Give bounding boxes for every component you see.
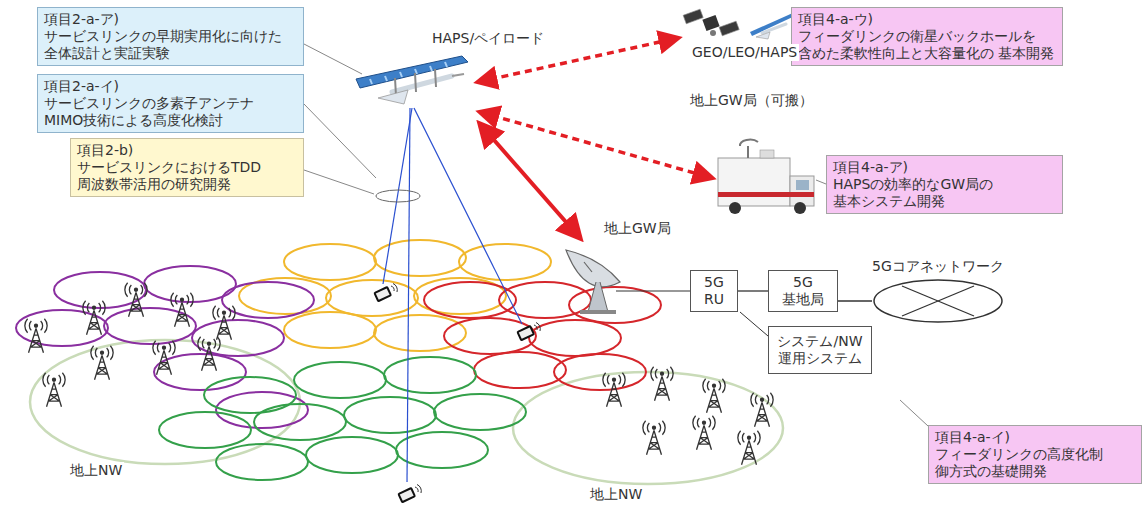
network-ellipse xyxy=(872,278,1004,326)
callout-heading: 項目2-a-イ) xyxy=(44,78,297,95)
callout-heading: 項目2-b) xyxy=(77,142,297,159)
part-label: 地上NW xyxy=(68,462,124,479)
callout-heading: 項目4-a-イ) xyxy=(935,429,1135,446)
project-callout: 項目4-a-ウ)フィーダリンクの衛星バックホールを 含めた柔軟性向上と大容量化の… xyxy=(791,7,1063,66)
process-box: 5G 基地局 xyxy=(768,270,838,312)
project-callout: 項目4-a-ア)HAPSの効率的なGW局の 基本システム開発 xyxy=(826,155,1063,214)
connector-line xyxy=(738,290,768,291)
part-label: GEO/LEO/HAPS xyxy=(690,44,799,61)
process-box: 5G RU xyxy=(690,270,738,312)
connector-line xyxy=(838,300,872,301)
part-label: 地上GW局 xyxy=(602,220,673,237)
part-label: 地上NW xyxy=(588,486,644,503)
callout-heading: 項目4-a-ウ) xyxy=(798,11,1056,28)
node-text: HAPSの効率的なGW局の 基本システム開発 xyxy=(833,176,1056,210)
network-cloud: 5Gコアネットワーク xyxy=(872,258,1004,326)
project-callout: 項目2-b)サービスリンクにおけるTDD 周波数帯活用の研究開発 xyxy=(70,138,304,197)
process-box: システム/NW 運用システム xyxy=(768,326,872,374)
node-text: サービスリンクにおけるTDD 周波数帯活用の研究開発 xyxy=(77,159,297,193)
node-text: サービスリンクの多素子アンテナ MIMO技術による高度化検討 xyxy=(44,95,297,129)
project-callout: 項目4-a-イ)フィーダリンクの高度化制 御方式の基礎開発 xyxy=(928,425,1142,484)
node-text: システム/NW 運用システム xyxy=(774,333,866,367)
node-text: フィーダリンクの高度化制 御方式の基礎開発 xyxy=(935,446,1135,480)
project-callout: 項目2-a-ア)サービスリンクの早期実用化に向けた 全体設計と実証実験 xyxy=(37,7,304,66)
part-label: HAPS/ペイロード xyxy=(430,30,546,47)
node-text: サービスリンクの早期実用化に向けた 全体設計と実証実験 xyxy=(44,28,297,62)
node-text: フィーダリンクの衛星バックホールを 含めた柔軟性向上と大容量化の 基本開発 xyxy=(798,28,1056,62)
node-text: 5G RU xyxy=(700,274,728,308)
callout-heading: 項目2-a-ア) xyxy=(44,11,297,28)
callout-heading: 項目4-a-ア) xyxy=(833,159,1056,176)
node-text: 5Gコアネットワーク xyxy=(872,258,1004,275)
node-text: 5G 基地局 xyxy=(779,274,827,308)
project-callout: 項目2-a-イ)サービスリンクの多素子アンテナ MIMO技術による高度化検討 xyxy=(37,74,304,133)
part-label: 地上GW局（可搬） xyxy=(688,92,815,109)
